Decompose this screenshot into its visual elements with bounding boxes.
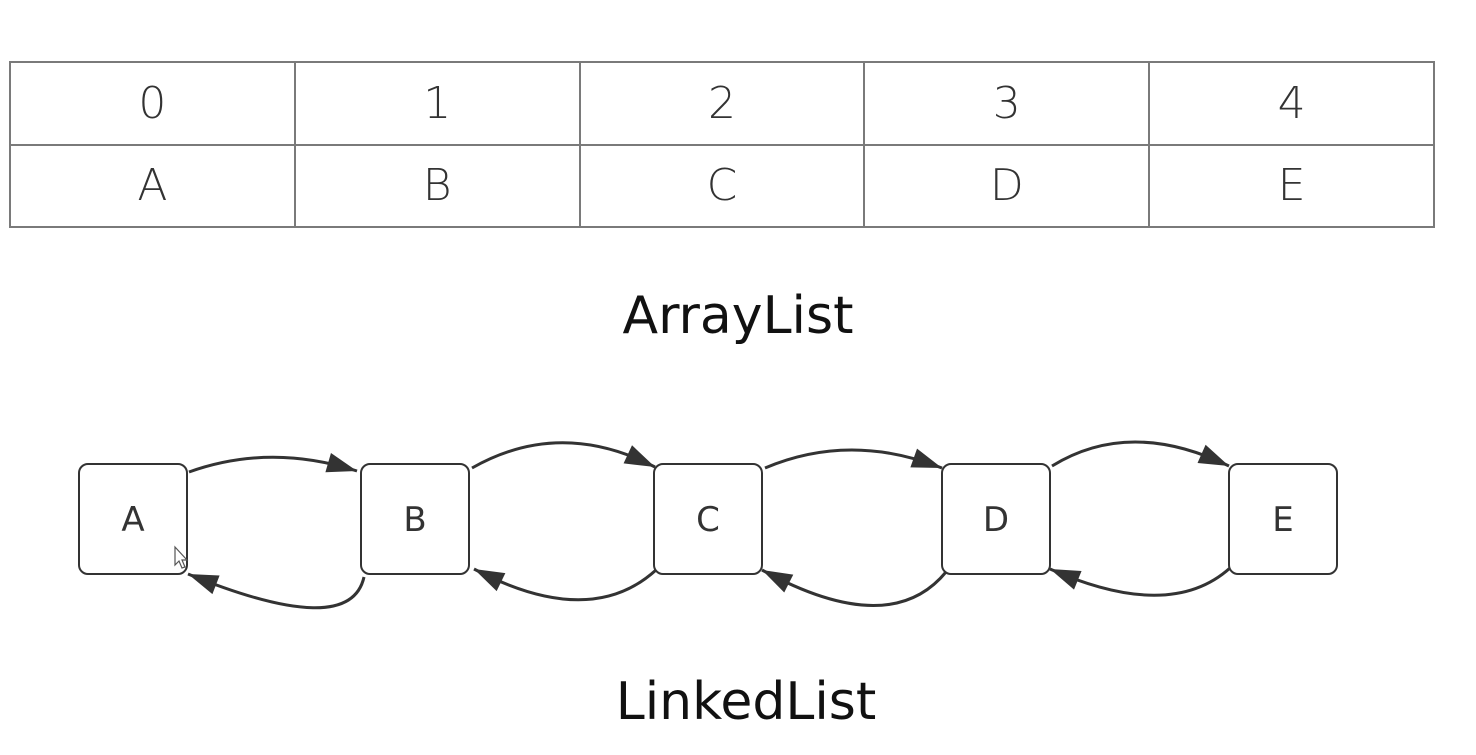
array-list-caption: ArrayList [622,286,854,346]
list-node: B [360,463,470,575]
value-cell: D [863,143,1151,228]
node-box [941,463,1051,575]
node-box [653,463,763,575]
mouse-pointer-icon [174,545,189,569]
node-label: C [696,500,720,540]
prev-link-curve [761,568,948,607]
next-link-arrowhead [623,445,655,467]
node-box [78,463,188,575]
index-cell: 0 [9,61,296,146]
list-node: D [941,463,1051,575]
prev-link-curve [473,567,658,602]
prev-link-arrowhead [1050,569,1082,590]
index-cell: 2 [578,61,866,146]
next-link-arrowhead [910,448,942,468]
linked-list-caption: LinkedList [615,672,877,732]
node-label: D [983,500,1009,540]
index-cell: 4 [1148,61,1435,146]
node-label: A [121,500,144,540]
list-node: E [1228,463,1338,575]
index-cell: 1 [293,61,581,146]
prev-link-arrowhead [188,574,220,595]
list-node: A [78,463,188,575]
next-link-arrowhead [1197,444,1229,466]
next-link-arrowhead [325,453,357,473]
prev-link-curve [1049,566,1232,597]
value-cell: A [9,143,296,228]
index-row: 0 1 2 3 4 [9,61,1435,146]
links-layer [187,440,1232,610]
value-cell: C [578,143,866,228]
node-box [1228,463,1338,575]
node-box [360,463,470,575]
array-list-table: 0 1 2 3 4 A B C D E [9,61,1435,228]
prev-link-arrowhead [762,570,794,593]
node-label: E [1272,500,1293,540]
nodes-layer: A B C D E [78,463,1338,575]
node-label: B [403,500,426,540]
index-cell: 3 [863,61,1151,146]
value-row: A B C D E [9,143,1435,228]
value-cell: B [293,143,581,228]
prev-link-arrowhead [474,569,506,592]
prev-link-curve [187,572,366,610]
list-node: C [653,463,763,575]
value-cell: E [1148,143,1435,228]
